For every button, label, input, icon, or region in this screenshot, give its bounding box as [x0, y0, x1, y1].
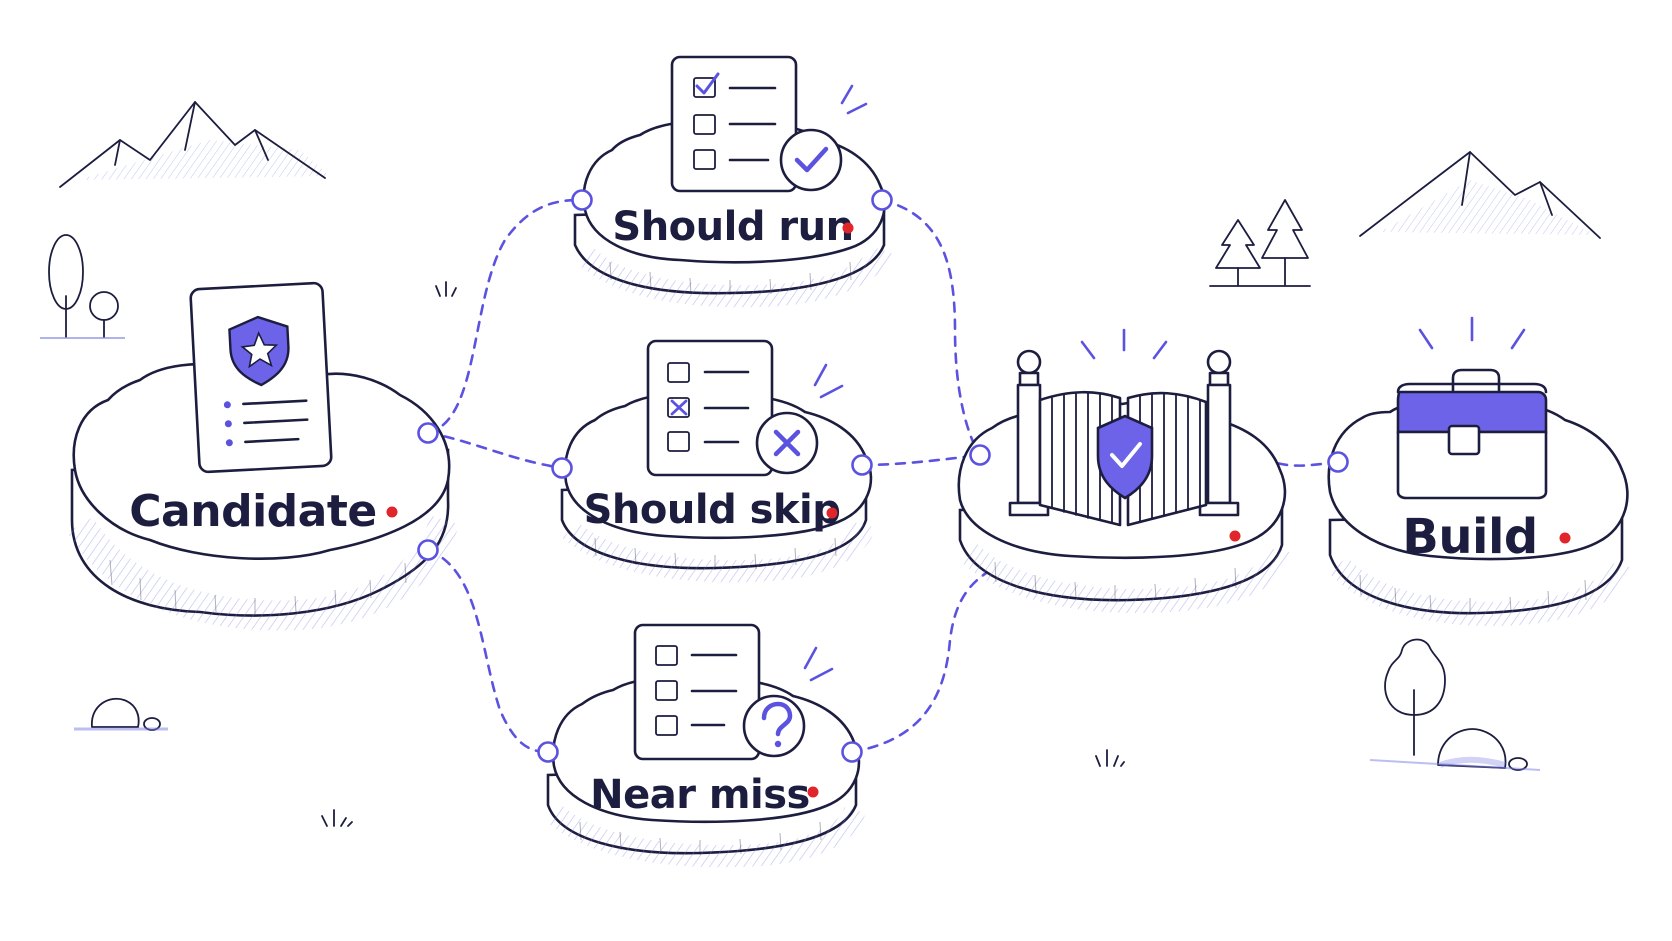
- connector-near-miss-gate: [850, 563, 1002, 754]
- status-dot: [807, 786, 819, 798]
- port-left[interactable]: [1327, 451, 1349, 473]
- connector-candidate-should-skip: [426, 431, 564, 470]
- checklist-question-icon: [633, 623, 834, 761]
- connector-should-run-gate: [880, 198, 982, 457]
- node-should-run[interactable]: Should run: [571, 55, 893, 308]
- checklist-cross-icon: [646, 339, 844, 477]
- status-dot: [826, 507, 838, 519]
- toolbox-icon: [1396, 316, 1548, 500]
- rocks-left-icon: [74, 697, 168, 731]
- node-gate[interactable]: [957, 328, 1292, 614]
- tree-right-icon: [1369, 638, 1541, 771]
- port-left[interactable]: [969, 444, 991, 466]
- node-near-miss[interactable]: Near miss: [537, 623, 866, 868]
- status-dot: [386, 506, 398, 518]
- mountain-right-icon: [1359, 151, 1601, 239]
- node-label-should-run: Should run: [612, 204, 853, 250]
- trees-left-icon: [40, 234, 125, 339]
- mountain-left-icon: [59, 101, 330, 188]
- node-should-skip[interactable]: Should skip: [551, 339, 876, 583]
- node-build[interactable]: Build: [1327, 316, 1632, 627]
- port-right-bottom[interactable]: [417, 539, 439, 561]
- port-left[interactable]: [537, 741, 559, 763]
- port-left[interactable]: [551, 457, 573, 479]
- port-right[interactable]: [871, 189, 893, 211]
- checklist-check-icon: [670, 55, 868, 193]
- grass-tufts-icon: [321, 281, 1125, 827]
- node-label-near-miss: Near miss: [590, 772, 810, 818]
- connector-candidate-near-miss: [426, 548, 550, 754]
- node-label-candidate: Candidate: [129, 486, 376, 537]
- shield-gate-icon: [1008, 328, 1240, 527]
- connector-candidate-should-run: [426, 198, 582, 435]
- node-label-build: Build: [1402, 509, 1538, 565]
- port-right-top[interactable]: [417, 422, 439, 444]
- status-dot: [842, 222, 854, 234]
- port-right[interactable]: [841, 741, 863, 763]
- node-candidate[interactable]: Candidate: [67, 281, 460, 631]
- shield-document-icon: [189, 281, 333, 474]
- status-dot: [1229, 530, 1241, 542]
- port-left[interactable]: [571, 189, 593, 211]
- scenery: [40, 101, 1601, 827]
- port-right[interactable]: [851, 454, 873, 476]
- status-dot: [1559, 532, 1571, 544]
- pine-trees-icon: [1209, 199, 1311, 287]
- node-label-should-skip: Should skip: [584, 487, 841, 533]
